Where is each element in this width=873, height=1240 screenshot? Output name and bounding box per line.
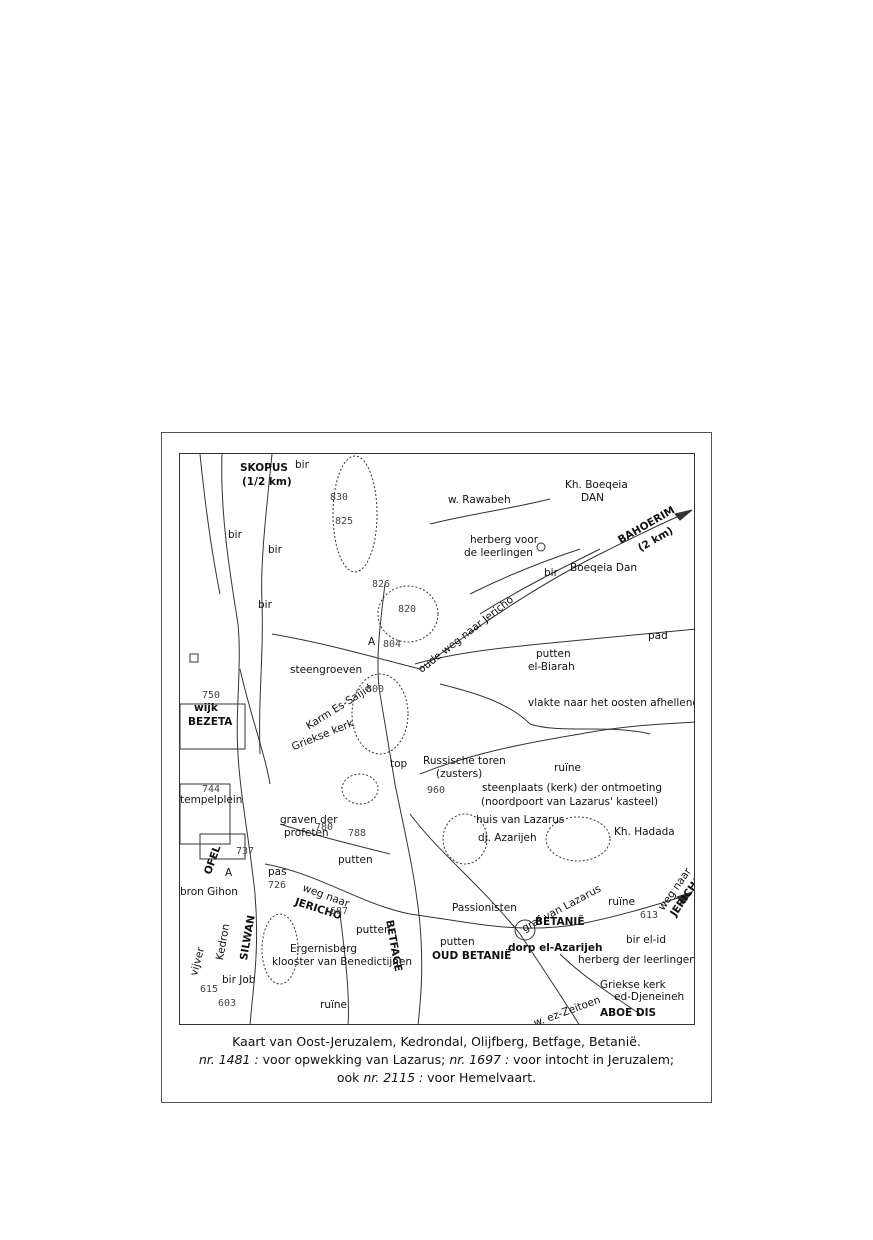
height-label: 737	[236, 846, 255, 857]
label-putten-4: putten	[440, 936, 475, 948]
label-oud-betanie: OUD BETANIË	[432, 950, 512, 962]
label-bir-el-id: bir el-id	[626, 934, 666, 946]
height-label: 603	[218, 998, 237, 1009]
label-vlakte: vlakte naar het oosten afhellend	[528, 697, 695, 709]
label-bir-4: bir	[258, 599, 272, 611]
label-putten-2: putten	[338, 854, 373, 866]
caption-text-2: voor intocht in Jeruzalem;	[509, 1052, 675, 1067]
label-pas: pas	[268, 866, 287, 878]
label-herberg-voor: herberg voor	[470, 534, 539, 546]
label-herberg-der: herberg der leerlingen	[578, 954, 695, 966]
map-lines	[180, 454, 694, 1024]
label-bron-gihon: bron Gihon	[180, 886, 238, 898]
height-label: 750	[202, 690, 221, 701]
label-ruine-1: ruïne	[554, 762, 582, 774]
label-putten-1: putten	[536, 648, 571, 660]
label-klooster: klooster van Benedictijnen	[272, 956, 413, 968]
label-dj-azarijeh: dj. Azarijeh	[478, 832, 537, 844]
label-bir-job: bir Job	[222, 974, 256, 986]
map-figure: SKOPUS (1/2 km) bir bir bir bir w. Rawab…	[161, 432, 712, 1103]
caption-ref-2115: nr. 2115 :	[363, 1070, 424, 1085]
label-wijk: wijk	[194, 702, 218, 714]
caption-text-1: voor opwekking van Lazarus;	[258, 1052, 450, 1067]
height-label: 613	[640, 910, 659, 921]
height-label: 960	[427, 785, 446, 796]
map-drawing: SKOPUS (1/2 km) bir bir bir bir w. Rawab…	[179, 453, 695, 1025]
label-de-leerlingen: de leerlingen	[464, 547, 533, 559]
label-pad: pad	[648, 630, 668, 642]
caption-ref-1697: nr. 1697 :	[449, 1052, 510, 1067]
label-boeqeia-dan: Boeqeia Dan	[570, 562, 638, 574]
label-putten-3: putten	[356, 924, 391, 936]
height-label: 800	[366, 684, 385, 695]
label-griekse-kerk-2: Griekse kerk	[600, 979, 666, 991]
height-label: 615	[200, 984, 219, 995]
caption-line-2: nr. 1481 : voor opwekking van Lazarus; n…	[162, 1051, 711, 1069]
label-profeten: profeten	[284, 827, 329, 839]
label-zusters: (zusters)	[436, 768, 483, 780]
label-ruine-2: ruïne	[608, 896, 636, 908]
label-steenplaats: steenplaats (kerk) der ontmoeting	[482, 782, 663, 794]
label-a-1: A	[368, 636, 376, 648]
label-dorp: dorp el-Azarijeh	[508, 942, 603, 954]
label-russische: Russische toren	[423, 755, 506, 767]
label-bezeta: BEZETA	[188, 716, 233, 728]
label-kh-boeqeia: Kh. Boeqeia	[565, 479, 628, 491]
caption-text-3: voor Hemelvaart.	[423, 1070, 537, 1085]
label-huis-lazarus: huis van Lazarus	[476, 814, 565, 826]
height-label: 825	[335, 516, 354, 527]
map-caption: Kaart van Oost-Jeruzalem, Kedrondal, Oli…	[162, 1033, 711, 1087]
height-label: 687	[330, 906, 349, 917]
height-label: 830	[330, 492, 349, 503]
label-kh-hadada: Kh. Hadada	[614, 826, 675, 838]
label-dan: DAN	[581, 492, 604, 504]
caption-line-3: ook nr. 2115 : voor Hemelvaart.	[162, 1069, 711, 1087]
caption-ref-1481: nr. 1481 :	[198, 1052, 259, 1067]
caption-line-1: Kaart van Oost-Jeruzalem, Kedrondal, Oli…	[232, 1034, 641, 1049]
label-aboe-dis: ABOE DIS	[600, 1007, 657, 1019]
height-label: 820	[398, 604, 417, 615]
label-top: top	[390, 758, 408, 770]
label-bir-2: bir	[228, 529, 242, 541]
label-a-2: A	[225, 867, 233, 879]
label-betanie: BETANIË	[535, 916, 585, 928]
label-steengroeven: steengroeven	[290, 664, 363, 676]
label-ergernisberg: Ergernisberg	[290, 943, 357, 955]
label-bir-5: bir	[544, 567, 558, 579]
height-label: 826	[372, 579, 391, 590]
height-label: 780	[315, 822, 334, 833]
label-el-biarah: el-Biarah	[528, 661, 575, 673]
label-tempelplein: tempelplein	[180, 794, 243, 806]
label-bir-3: bir	[268, 544, 282, 556]
height-label: 788	[348, 828, 367, 839]
label-skopus: SKOPUS	[240, 462, 288, 474]
label-ed-djeneineh: ed-Djeneineh	[614, 991, 685, 1003]
label-passionisten: Passionisten	[452, 902, 517, 914]
label-ruine-3: ruïne	[320, 999, 348, 1011]
label-bir-1: bir	[295, 459, 309, 471]
label-graven: graven der	[280, 814, 338, 826]
label-w-rawabeh: w. Rawabeh	[448, 494, 511, 506]
height-label: 726	[268, 880, 287, 891]
label-skopus-dist: (1/2 km)	[242, 476, 292, 488]
height-label: 804	[383, 639, 402, 650]
height-label: 744	[202, 784, 221, 795]
label-noordpoort: (noordpoort van Lazarus' kasteel)	[481, 796, 659, 808]
caption-pre-3: ook	[336, 1070, 364, 1085]
